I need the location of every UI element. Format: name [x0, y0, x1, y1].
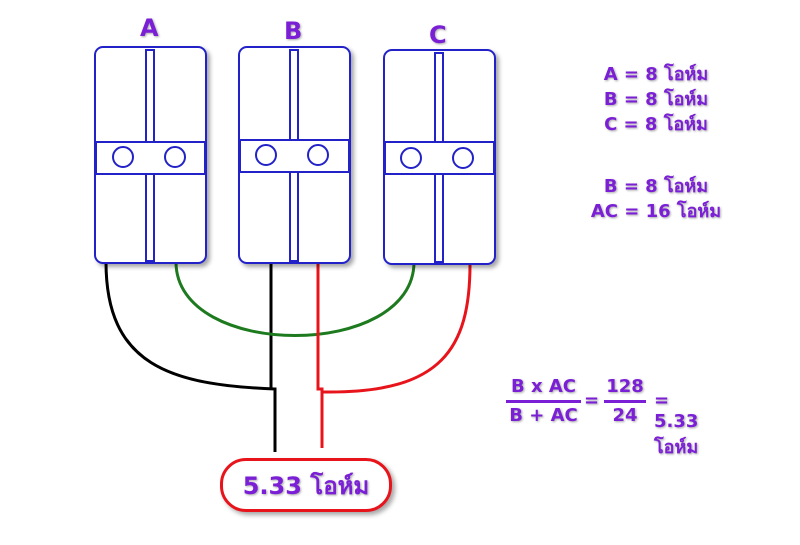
speaker-a-label: A	[140, 14, 159, 42]
speaker-c	[383, 49, 496, 265]
speaker-c-slot-top	[434, 52, 444, 145]
fraction-b-ac-numerator: B x AC	[506, 376, 581, 403]
speaker-a-slot-top	[145, 49, 155, 146]
fraction-numeric: 128 24	[604, 376, 646, 426]
fraction-b-ac-denominator: B + AC	[509, 405, 578, 426]
speaker-b-slot-top	[289, 49, 299, 143]
value-b-combined: B = 8 โอห์ม	[603, 176, 709, 197]
speaker-c-slot-bottom	[434, 171, 444, 263]
fraction-numeric-denominator: 24	[612, 405, 638, 426]
speaker-b	[238, 46, 351, 264]
individual-values: A = 8 โอห์ม B = 8 โอห์ม C = 8 โอห์ม	[588, 62, 724, 137]
value-ac: AC = 16 โอห์ม	[590, 201, 722, 222]
speaker-a-terminal-2	[164, 146, 186, 168]
speaker-b-label: B	[284, 17, 303, 45]
speaker-a-terminal-1	[112, 146, 134, 168]
speaker-a-slot-bottom	[145, 172, 155, 262]
value-a: A = 8 โอห์ม	[603, 64, 709, 85]
speaker-b-terminal-2	[307, 144, 329, 166]
fraction-b-ac: B x AC B + AC	[506, 376, 581, 426]
total-impedance-value: 5.33 โอห์ม	[242, 471, 370, 500]
wire-black-a	[104, 261, 277, 452]
wires	[104, 261, 472, 452]
value-c: C = 8 โอห์ม	[604, 114, 708, 135]
total-impedance-box: 5.33 โอห์ม	[220, 458, 392, 512]
speaker-b-terminal-1	[255, 144, 277, 166]
value-b: B = 8 โอห์ม	[603, 89, 709, 110]
speaker-c-label: C	[429, 21, 447, 49]
wire-red-b	[316, 262, 324, 448]
speaker-b-slot-bottom	[289, 169, 299, 262]
speaker-c-terminal-2	[452, 147, 474, 169]
fraction-numeric-numerator: 128	[604, 376, 646, 403]
equals-sign: =	[584, 390, 600, 411]
formula-result: = 5.33 โอห์ม	[654, 390, 699, 458]
wire-green-a-c	[174, 261, 416, 337]
speaker-a	[94, 46, 207, 264]
combined-values: B = 8 โอห์ม AC = 16 โอห์ม	[580, 174, 732, 224]
wire-red-c	[322, 263, 472, 394]
speaker-c-terminal-1	[400, 147, 422, 169]
